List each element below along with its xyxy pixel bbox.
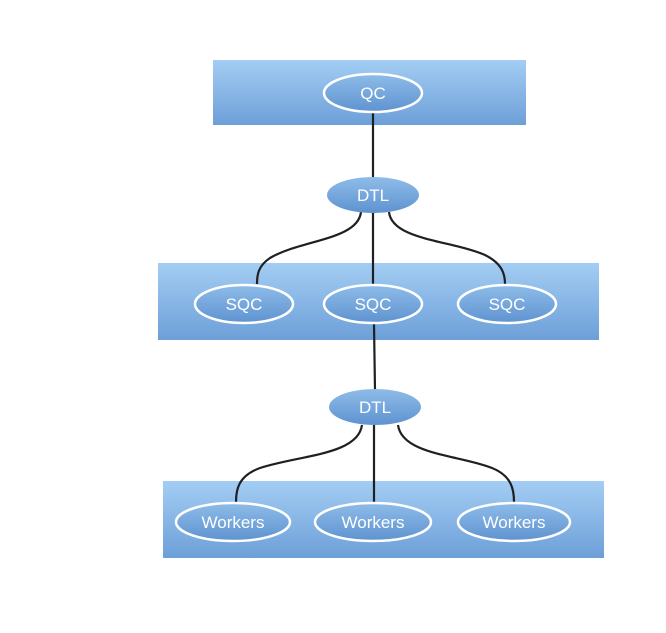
- sqc-label: SQC: [489, 295, 526, 314]
- dtl-bottom-label: DTL: [359, 398, 391, 417]
- workers-label: Workers: [483, 513, 546, 532]
- dtl-node-top: DTL: [327, 177, 419, 213]
- sqc-node: SQC: [193, 283, 295, 325]
- qc-label: QC: [360, 84, 386, 103]
- connector-sqc-dtl: [372, 323, 377, 391]
- connector-dtl-sqc-right: [387, 211, 507, 285]
- sqc-label: SQC: [226, 295, 263, 314]
- qc-node: QC: [322, 72, 424, 114]
- dtl-node-bottom: DTL: [329, 389, 421, 425]
- connector-dtl-workers-left: [234, 424, 364, 503]
- workers-label: Workers: [342, 513, 405, 532]
- workers-label: Workers: [202, 513, 265, 532]
- dtl-top-label: DTL: [357, 186, 389, 205]
- sqc-label: SQC: [355, 295, 392, 314]
- workers-node: Workers: [313, 501, 433, 543]
- connector-dtl-workers-right: [396, 424, 516, 503]
- sqc-node: SQC: [456, 283, 558, 325]
- workers-node: Workers: [174, 501, 292, 543]
- workers-node: Workers: [456, 501, 572, 543]
- connector-dtl-sqc-left: [255, 211, 363, 285]
- sqc-node: SQC: [322, 283, 424, 325]
